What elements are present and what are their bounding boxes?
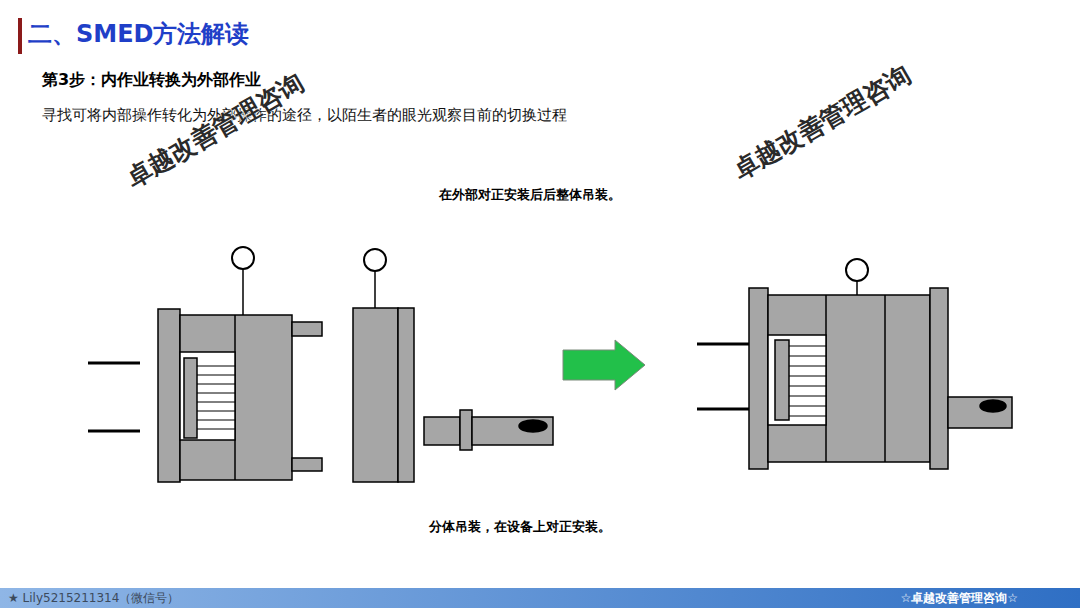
green-arrow: [563, 340, 645, 390]
watermark: 卓越改善管理咨询: [727, 58, 917, 187]
footer-right: ☆卓越改善管理咨询☆: [900, 590, 1018, 607]
cavity-ribs: [197, 366, 235, 429]
footer-left: ★ Lily5215211314（微信号）: [8, 590, 179, 607]
step-heading: 第3步：内作业转换为外部作业: [42, 70, 261, 91]
footer-band: [0, 588, 1080, 608]
title-bar: [18, 18, 22, 54]
slide-title: 二、SMED方法解读: [28, 18, 249, 50]
cavity-ribs: [789, 346, 826, 416]
note-label: 在外部对正安装后后整体吊装。: [439, 186, 621, 204]
note-label: 分体吊装，在设备上对正安装。: [429, 518, 611, 536]
description: 寻找可将内部操作转化为外部操作的途径，以陌生者的眼光观察目前的切换过程: [42, 106, 567, 125]
